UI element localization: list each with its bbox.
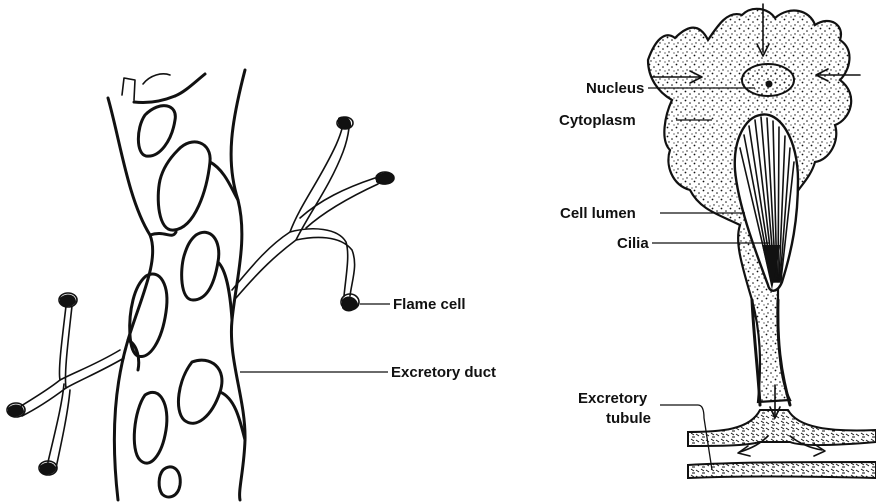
excretory-tubule-label-line1: Excretory [578,390,648,407]
flame-cell-label: Flame cell [393,296,466,313]
cilia-label: Cilia [617,235,649,252]
excretory-duct-network [7,70,394,500]
cell-lumen-label: Cell lumen [560,205,636,222]
nucleus [742,64,794,96]
label-flame-cell: Flame cell [360,296,466,313]
flame-cell-detail [648,4,876,478]
excretory-duct-label: Excretory duct [391,364,496,381]
excretory-tubule-label-line2: tubule [606,410,651,427]
label-excretory-duct: Excretory duct [240,364,496,381]
excretory-tubule-upper-wall [688,410,876,446]
nucleus-label: Nucleus [586,80,644,97]
cytoplasm-label: Cytoplasm [559,112,636,129]
excretory-tubule-lower-wall [688,462,876,478]
